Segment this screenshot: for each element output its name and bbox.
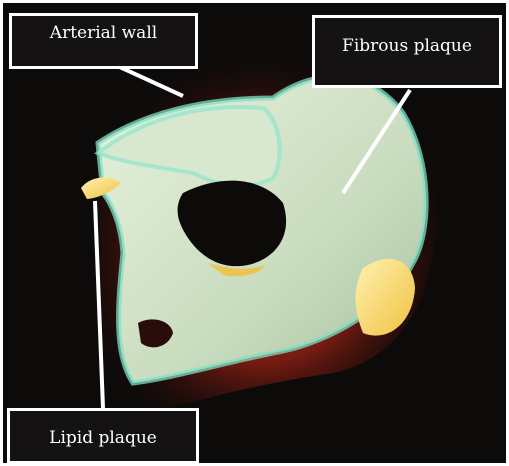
label-fibrous-plaque: Fibrous plaque bbox=[312, 15, 502, 88]
label-lipid-plaque: Lipid plaque bbox=[7, 408, 199, 464]
label-fibrous-plaque-text: Fibrous plaque bbox=[342, 36, 472, 56]
label-lipid-plaque-text: Lipid plaque bbox=[49, 428, 157, 448]
label-arterial-wall-text: Arterial wall bbox=[50, 23, 157, 43]
label-arterial-wall: Arterial wall bbox=[9, 13, 198, 69]
